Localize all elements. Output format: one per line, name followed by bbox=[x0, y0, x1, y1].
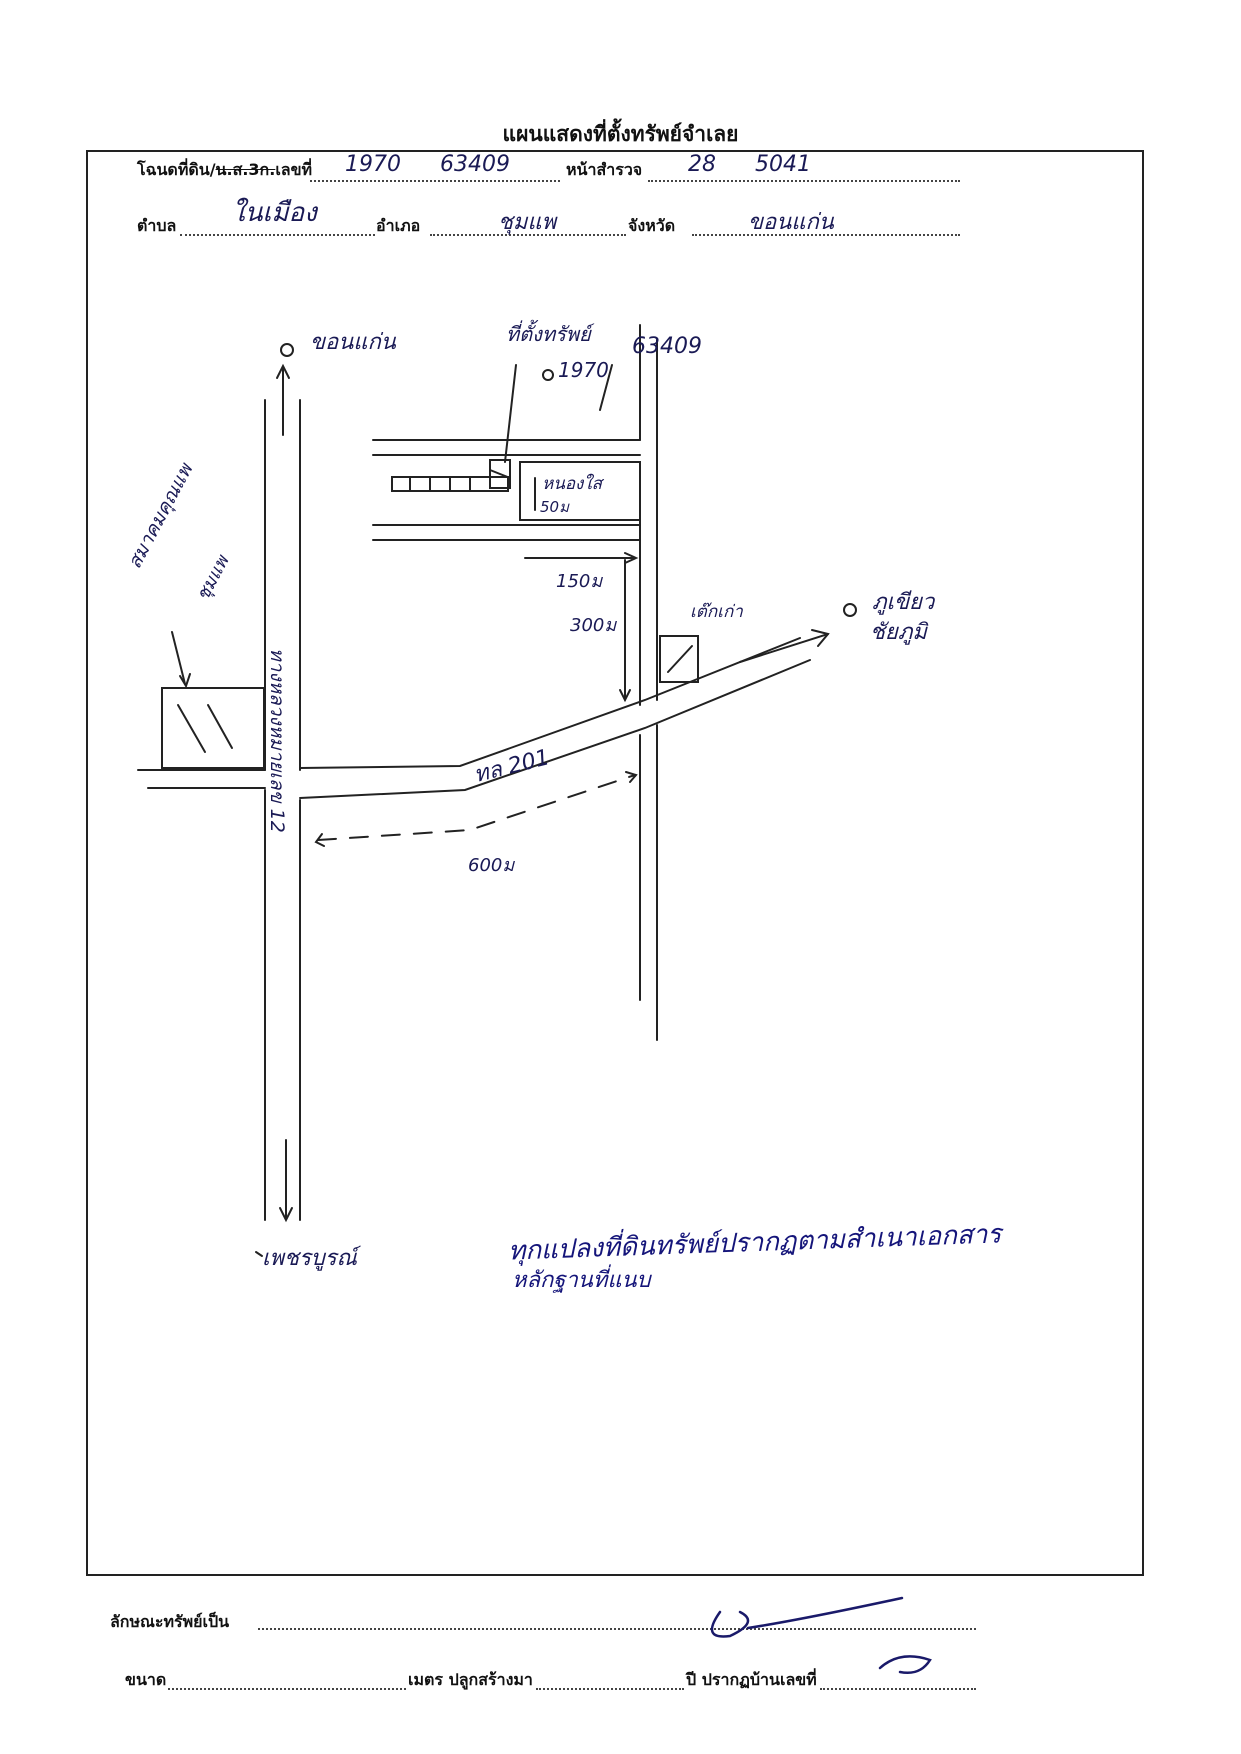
nature-label: ลักษณะทรัพย์เป็น bbox=[110, 1612, 230, 1631]
built-year-line bbox=[536, 1688, 684, 1690]
tambon-line bbox=[180, 234, 375, 236]
tambon-label: ตำบล bbox=[137, 216, 177, 235]
property-label: ที่ตั้งทรัพย์ bbox=[506, 322, 591, 346]
deed-label-struck: น.ส.3ก. bbox=[215, 160, 276, 179]
road-201-top-edge bbox=[299, 637, 801, 769]
tambon-value: ในเมือง bbox=[232, 198, 317, 228]
road-201-bottom-edge bbox=[299, 659, 811, 799]
survey-line bbox=[648, 180, 960, 182]
distance-600m: 600ม bbox=[468, 855, 515, 876]
phukhiao-marker bbox=[843, 603, 857, 617]
dist-300-arrowhead bbox=[619, 689, 631, 703]
gas-station-hatch bbox=[667, 645, 693, 673]
north-arrow-head bbox=[276, 363, 290, 379]
size-line bbox=[168, 1688, 406, 1690]
to-khonkaen-label: ขอนแก่น bbox=[310, 330, 396, 355]
distance-150m: 150ม bbox=[556, 571, 603, 592]
road-201-arrowhead bbox=[811, 629, 830, 647]
to-phetchabun-label: เพชรบูรณ์ bbox=[262, 1246, 357, 1271]
gas-station-box bbox=[659, 635, 699, 683]
size-label: ขนาด bbox=[125, 1670, 167, 1689]
to-phukhiao-label: ภูเขียว bbox=[872, 590, 935, 615]
note-line-2: หลักฐานที่แนบ bbox=[512, 1268, 651, 1293]
property-plot-hatch bbox=[489, 469, 511, 479]
amphoe-line bbox=[430, 234, 626, 236]
province-line bbox=[692, 234, 960, 236]
nongsai-block bbox=[519, 461, 641, 521]
dist-150-arrowhead bbox=[624, 552, 639, 564]
distance-300m: 300ม bbox=[570, 615, 617, 636]
year-label: ปี ปรากฏบ้านเลขที่ bbox=[686, 1670, 817, 1689]
size-meter-label: เมตร ปลูกสร้างมา bbox=[408, 1670, 533, 1689]
south-arrow-head bbox=[279, 1207, 293, 1223]
property-pointer bbox=[504, 364, 517, 463]
deed-no2-value: 63409 bbox=[440, 152, 510, 177]
hospital-box bbox=[161, 687, 265, 769]
survey-no-value: 28 bbox=[688, 152, 716, 177]
hospital-hatch bbox=[177, 704, 233, 753]
property-deed2: 63409 bbox=[632, 334, 702, 359]
property-deed: 1970 bbox=[558, 358, 609, 382]
gas-station-label: เต๊กเก่า bbox=[690, 602, 743, 622]
amphoe-label: อำเภอ bbox=[376, 216, 421, 235]
survey-no2-value: 5041 bbox=[755, 152, 811, 177]
lane-distance: 50ม bbox=[540, 498, 569, 516]
row-houses-divisions bbox=[409, 476, 471, 492]
deed-no-value: 1970 bbox=[345, 152, 401, 177]
province-value: ขอนแก่น bbox=[748, 210, 834, 235]
dist-600-arrow bbox=[317, 774, 636, 841]
to-chaiyaphum-label: ชัยภูมิ bbox=[870, 620, 927, 645]
nature-line bbox=[258, 1628, 976, 1630]
document-frame bbox=[86, 150, 1144, 1576]
amphoe-value: ชุมแพ bbox=[498, 210, 557, 235]
deed-no-line bbox=[310, 180, 560, 182]
property-marker bbox=[542, 369, 554, 381]
dist-600-arrowhead-right bbox=[625, 771, 638, 783]
signature-initials bbox=[878, 1655, 932, 1674]
deed-tick bbox=[599, 364, 613, 411]
lane-label: หนองใส bbox=[542, 474, 603, 494]
dist-600-arrowhead-left bbox=[314, 833, 325, 847]
deed-label: โฉนดที่ดิน/น.ส.3ก.เลขที่ bbox=[137, 160, 313, 179]
khonkaen-marker bbox=[280, 343, 294, 357]
house-no-line bbox=[820, 1688, 976, 1690]
road-201-arrow bbox=[739, 633, 829, 663]
province-label: จังหวัด bbox=[628, 216, 676, 235]
hospital-pointer-head bbox=[179, 673, 191, 689]
hospital-pointer bbox=[171, 631, 186, 685]
document-title: แผนแสดงที่ตั้งทรัพย์จำเลย bbox=[502, 122, 739, 146]
property-plot bbox=[489, 459, 511, 489]
signature-stroke bbox=[710, 1596, 904, 1638]
phetchabun-marker bbox=[255, 1251, 263, 1257]
survey-label: หน้าสำรวจ bbox=[566, 160, 643, 179]
